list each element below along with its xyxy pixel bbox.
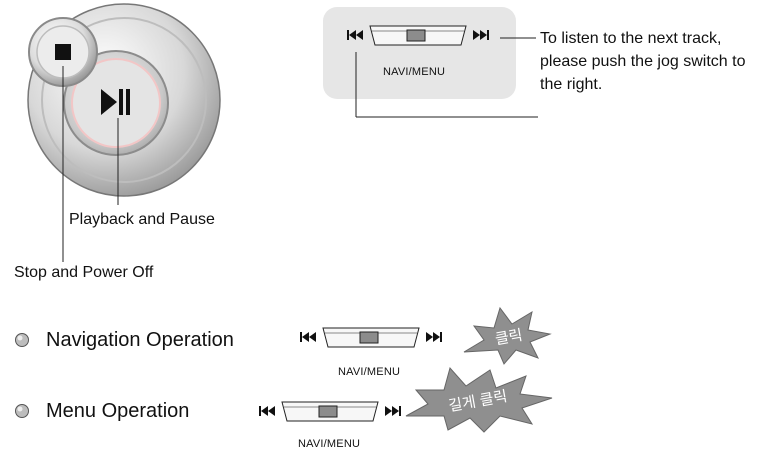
previous-track-icon	[300, 332, 316, 342]
bullet-icon	[15, 333, 29, 347]
starburst-icon: 클릭	[463, 306, 552, 365]
play-pause-button[interactable]	[63, 50, 169, 156]
next-track-icon	[426, 332, 442, 342]
stop-callout: Stop and Power Off	[14, 264, 154, 281]
menu-operation-label: Menu Operation	[46, 400, 190, 422]
jog-switch-slider[interactable]	[369, 25, 467, 46]
switch-label-menu: NAVI/MENU	[298, 438, 361, 450]
jog-switch-slider[interactable]	[281, 401, 379, 422]
next-track-callout-line1: To listen to the next track,	[540, 30, 722, 47]
player-control-wheel	[27, 3, 221, 262]
switch-label-navigation: NAVI/MENU	[338, 366, 401, 378]
bullet-icon	[15, 404, 29, 418]
starburst-icon: 길게 클릭	[405, 366, 553, 433]
jog-switch-navigation	[300, 327, 442, 348]
stop-button[interactable]	[28, 17, 98, 87]
navigation-operation-label: Navigation Operation	[46, 329, 234, 351]
jog-switch-panel	[323, 7, 516, 99]
next-track-leader	[355, 37, 538, 118]
previous-track-icon	[347, 30, 363, 40]
burst-text-navigation: 클릭	[494, 327, 524, 349]
stop-icon	[55, 44, 71, 60]
next-track-icon	[473, 30, 489, 40]
switch-label-top: NAVI/MENU	[383, 66, 446, 78]
next-track-callout-line2: please push the jog switch to	[540, 53, 746, 70]
next-track-icon	[385, 406, 401, 416]
jog-switch-menu	[259, 401, 401, 422]
play-pause-icon	[101, 89, 130, 115]
jog-switch-slider[interactable]	[322, 327, 420, 348]
previous-track-icon	[259, 406, 275, 416]
next-track-callout-line3: the right.	[540, 76, 603, 93]
playback-callout: Playback and Pause	[69, 211, 215, 228]
jog-switch-top	[347, 25, 489, 46]
